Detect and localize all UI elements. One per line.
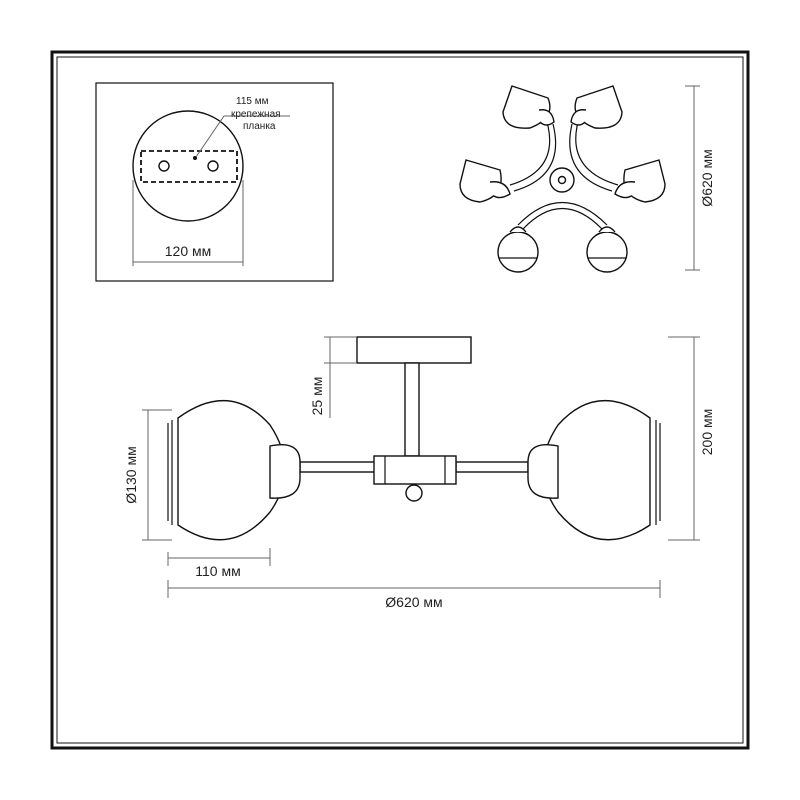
side-shade-left (167, 399, 301, 541)
label-25: 25 мм (309, 377, 325, 416)
center-hub-dot (557, 175, 567, 185)
label-bracket-2: планка (243, 121, 276, 132)
screw-hole-right (207, 160, 219, 172)
arm-upper-left-inner (513, 123, 557, 192)
side-finial (405, 484, 423, 502)
mount-detail-box (95, 82, 334, 282)
side-stem (404, 362, 420, 457)
side-hub (373, 455, 457, 485)
side-canopy (356, 336, 472, 364)
shade-top-right (570, 85, 623, 129)
side-arm-left (299, 461, 377, 473)
label-110: 110 мм (195, 563, 240, 579)
label-top-diameter: Ø620 мм (699, 149, 715, 206)
ceiling-canopy-circle (132, 110, 244, 222)
side-shade-right (527, 399, 661, 541)
label-130: Ø130 мм (123, 446, 139, 503)
top-view: Ø620 мм (459, 85, 715, 273)
arm-upper-right-inner (569, 123, 613, 192)
shade-bottom-right (586, 226, 628, 273)
bracket-leader-line (195, 115, 290, 158)
shade-top-left (502, 85, 555, 129)
side-view: 25 мм 200 мм Ø130 мм 110 мм Ø620 мм (123, 336, 715, 610)
side-arm-right (455, 461, 529, 473)
shade-bottom-left (497, 226, 539, 273)
arm-lower (517, 202, 608, 226)
label-620: Ø620 мм (385, 594, 442, 610)
arm-upper-right (575, 121, 619, 186)
mount-plate-detail: 115 мм крепежная планка 120 мм (95, 82, 334, 282)
label-115: 115 мм (236, 96, 269, 107)
mounting-bracket (140, 150, 238, 183)
label-120: 120 мм (165, 243, 212, 259)
arm-lower-inner (522, 208, 603, 230)
label-200: 200 мм (699, 409, 715, 456)
screw-hole-left (158, 160, 170, 172)
arm-upper-left (509, 121, 551, 186)
drawing-frame (50, 50, 750, 750)
shade-mid-left (459, 159, 511, 203)
label-bracket: крепежная (231, 109, 281, 120)
shade-mid-right (614, 159, 666, 203)
